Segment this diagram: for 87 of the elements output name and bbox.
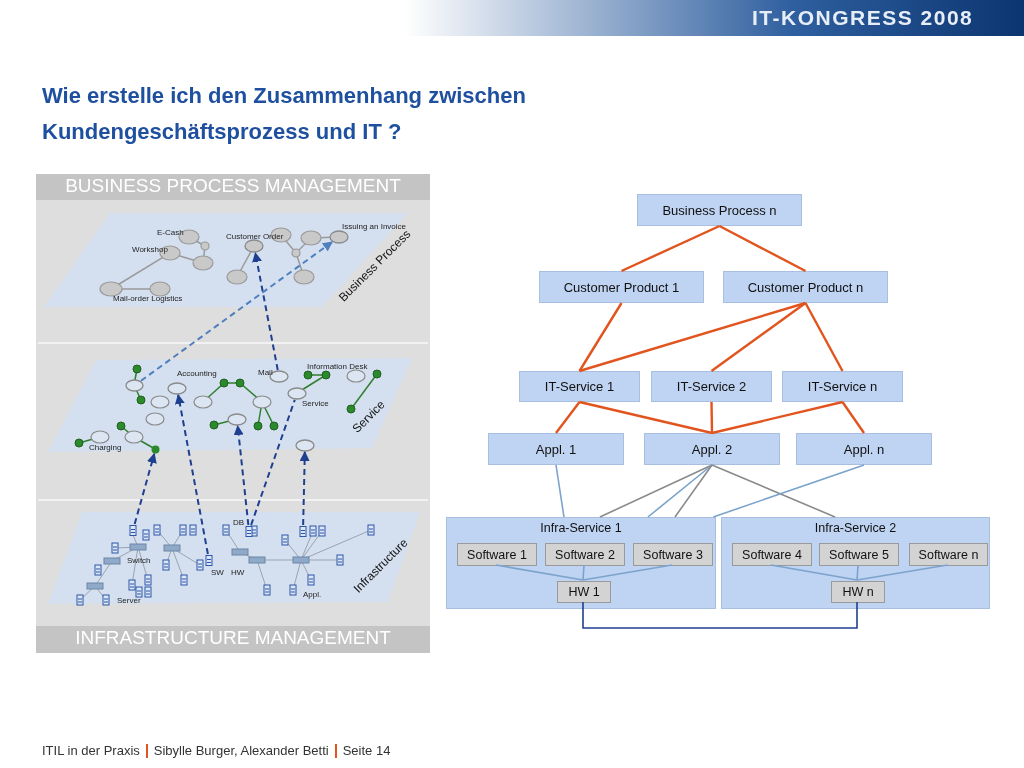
connector-line <box>856 564 859 581</box>
process-box: Customer Product n <box>723 271 888 303</box>
connector-line <box>578 302 623 372</box>
network-node <box>295 439 315 452</box>
connector-line <box>250 398 296 526</box>
component-box: Software 2 <box>545 543 625 566</box>
connector-line <box>712 464 865 518</box>
connector-line <box>495 564 584 581</box>
part-label: E-Cash <box>157 229 184 238</box>
connector-line <box>579 301 806 373</box>
network-node <box>167 382 187 395</box>
footer-text: ITIL in der Praxis <box>42 743 140 758</box>
part-label: Appl. <box>303 591 322 600</box>
connector-line <box>841 401 865 434</box>
process-box: Appl. 2 <box>644 433 780 465</box>
connector-line <box>674 464 713 518</box>
part-label: DB <box>233 519 245 528</box>
arrow <box>233 425 250 526</box>
server-icon <box>245 525 253 537</box>
group-box <box>446 517 716 609</box>
arrow <box>299 451 310 526</box>
connector-line <box>718 224 807 273</box>
connector-line <box>555 464 565 518</box>
connector-line <box>599 464 713 518</box>
server-icon <box>205 554 213 566</box>
process-box: IT-Service 1 <box>519 371 640 402</box>
connector-line <box>804 302 844 372</box>
part-label: Accounting <box>177 370 217 379</box>
process-box: Appl. n <box>796 433 932 465</box>
part-label: Issuing an Invoice <box>342 223 407 231</box>
part-label: Server <box>117 597 141 606</box>
box-heading: Infra-Service 2 <box>813 521 898 535</box>
connector-line <box>711 464 836 518</box>
part-label: Customer Order <box>226 233 284 242</box>
connector-line <box>710 401 714 434</box>
component-box: Software 3 <box>633 543 713 566</box>
network-node <box>287 387 307 400</box>
network-node <box>227 413 247 426</box>
section-heading: BUSINESS PROCESS MANAGEMENT <box>64 176 402 197</box>
event-name: IT-KONGRESS 2008 <box>752 6 974 30</box>
server-icon <box>299 525 307 537</box>
connector-line <box>710 302 807 372</box>
network-node <box>125 379 144 392</box>
status-dot <box>151 445 160 454</box>
connector-line <box>856 564 949 581</box>
footer-text: Sibylle Burger, Alexander Betti <box>153 743 329 758</box>
arrow <box>174 393 209 555</box>
process-box: IT-Service 2 <box>651 371 772 402</box>
process-box: Customer Product 1 <box>539 271 704 303</box>
process-box: Appl. 1 <box>488 433 624 465</box>
server-icon <box>129 524 137 536</box>
component-box: Software n <box>909 543 988 566</box>
part-label: Charging <box>89 444 122 453</box>
section-heading: INFRASTRUCTURE MANAGEMENT <box>74 628 392 649</box>
component-box: HW 1 <box>557 581 611 603</box>
connector-line <box>647 464 713 518</box>
arrow <box>252 251 279 372</box>
part-label: Switch <box>127 557 151 566</box>
component-box: HW n <box>831 581 885 603</box>
connector-line <box>582 601 858 629</box>
part-label: HW <box>231 569 245 578</box>
part-label: Service <box>302 400 329 409</box>
connector-line <box>711 400 843 435</box>
part-label: Workshop <box>132 246 168 255</box>
part-label: Information Desk <box>307 363 368 372</box>
network-node <box>329 230 349 244</box>
process-box: IT-Service n <box>782 371 903 402</box>
connector-line <box>582 564 585 581</box>
network-node <box>244 239 264 253</box>
connector-line <box>770 564 858 581</box>
connector-line <box>582 564 673 581</box>
component-box: Software 1 <box>457 543 537 566</box>
connector-line <box>621 224 720 273</box>
part-label: SW <box>211 569 224 578</box>
component-box: Software 5 <box>819 543 899 566</box>
connector-line <box>579 400 713 435</box>
part-label: Mail-order Logistics <box>113 295 183 304</box>
slide-title: Wie erstelle ich den Zusammenhang zwischen Kundengeschäftsprozess und IT ? <box>42 82 527 146</box>
connector-line <box>555 401 581 434</box>
arrow <box>133 452 157 525</box>
footer-text: Seite 14 <box>342 743 391 758</box>
arrow <box>140 241 334 382</box>
component-box: Software 4 <box>732 543 812 566</box>
process-box: Business Process n <box>637 194 802 226</box>
box-heading: Infra-Service 1 <box>539 521 623 535</box>
group-box <box>721 517 990 609</box>
part-label: Mail <box>258 369 273 378</box>
